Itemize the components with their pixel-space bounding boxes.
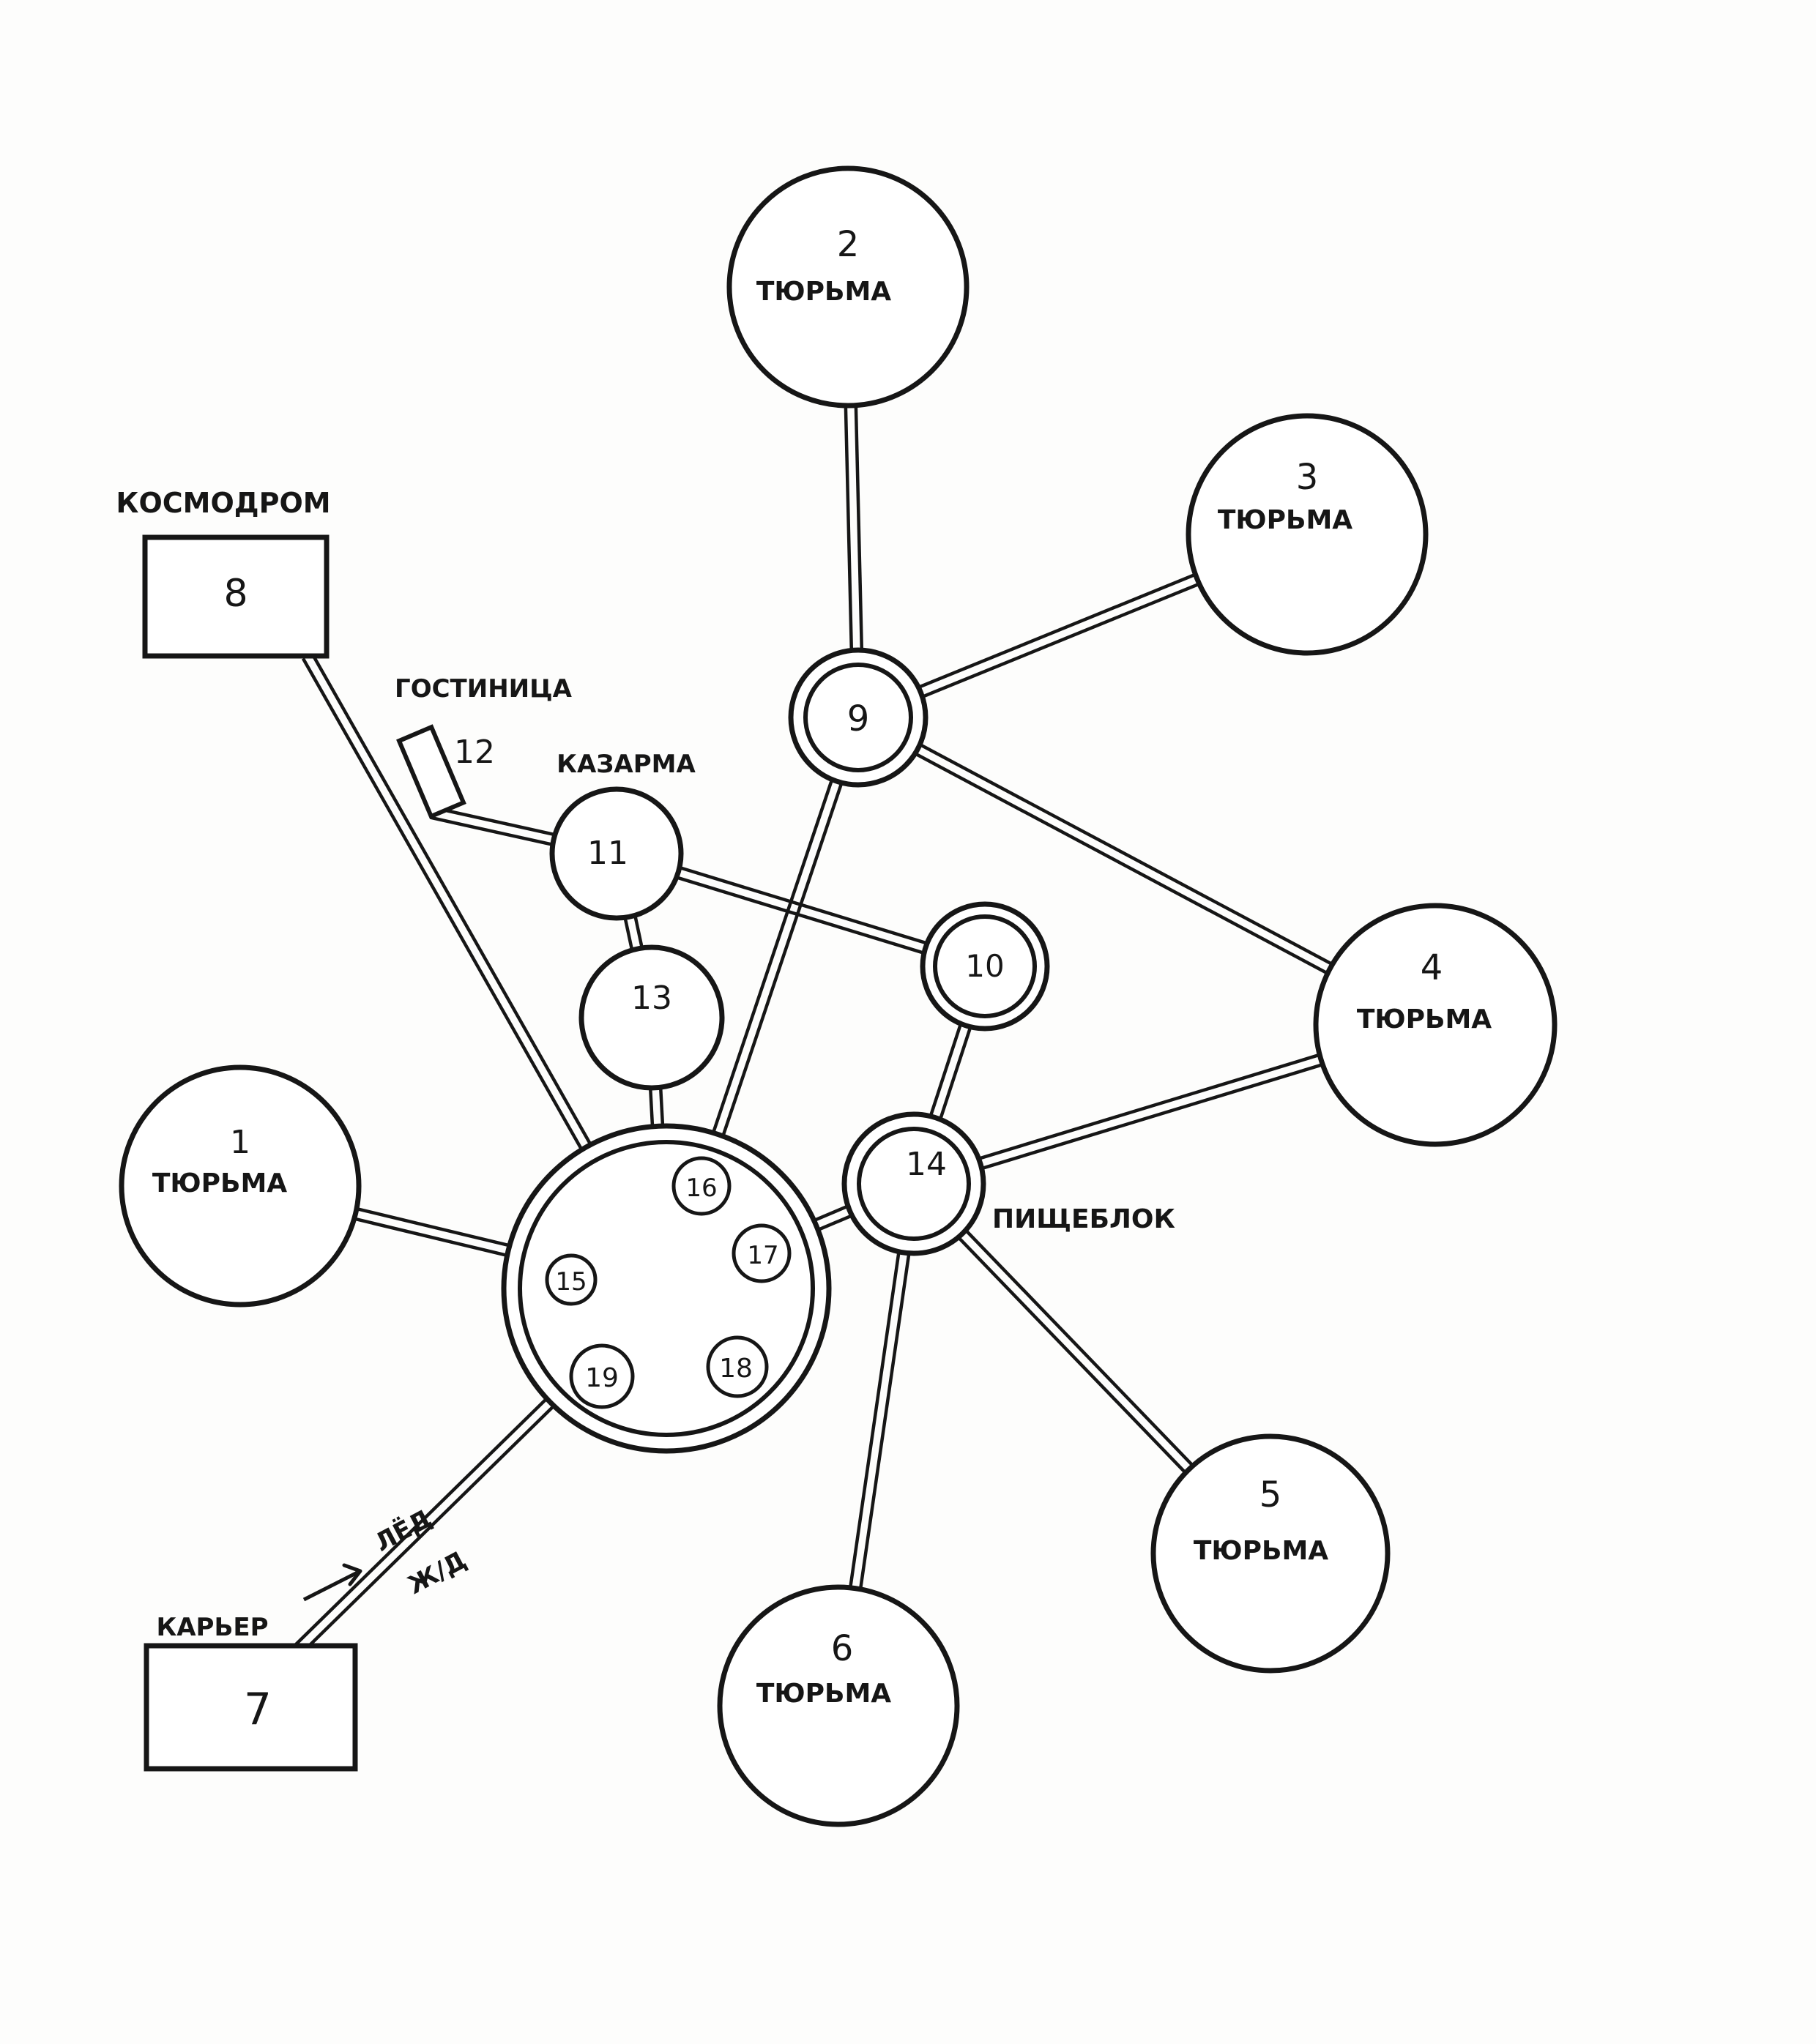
- node-prison-5: 5 ТЮРЬМА: [1150, 1433, 1391, 1674]
- node-13-number: 13: [631, 980, 672, 1017]
- node-19-number: 19: [585, 1363, 619, 1393]
- node-quarry-7-number: 7: [244, 1684, 272, 1735]
- ice-label: ЛЁД: [370, 1503, 436, 1558]
- node-15-number: 15: [555, 1267, 587, 1297]
- node-quarry-7: 7 КАРЬЕР: [144, 1613, 358, 1772]
- node-prison-4-label: ТЮРЬМА: [1357, 1004, 1492, 1034]
- node-junction-10-number: 10: [965, 948, 1004, 984]
- node-junction-10: 10: [920, 901, 1050, 1032]
- node-17-number: 17: [747, 1241, 778, 1270]
- node-canteen-14-number: 14: [906, 1146, 947, 1183]
- node-junction-9: 9: [788, 647, 929, 788]
- rail-label: Ж/Д: [403, 1545, 471, 1600]
- node-cosmodrome-8-label: КОСМОДРОМ: [116, 487, 330, 519]
- node-prison-5-label: ТЮРЬМА: [1194, 1536, 1328, 1566]
- arrow-shaft: [302, 1570, 359, 1602]
- node-junction-9-number: 9: [847, 698, 870, 739]
- node-prison-6-number: 6: [831, 1628, 854, 1669]
- node-17: 17: [732, 1223, 792, 1283]
- node-canteen-14: 14 ПИЩЕБЛОК: [841, 1111, 1175, 1256]
- node-hotel-12-label: ГОСТИНИЦА: [395, 674, 573, 704]
- node-prison-3-number: 3: [1296, 457, 1319, 498]
- node-barracks-11-number: 11: [587, 835, 628, 872]
- node-quarry-7-label: КАРЬЕР: [156, 1613, 268, 1642]
- node-16-number: 16: [685, 1174, 717, 1203]
- quarry-road-annotations: ЛЁД Ж/Д: [302, 1503, 472, 1602]
- node-prison-3-label: ТЮРЬМА: [1218, 505, 1352, 535]
- node-16: 16: [671, 1156, 732, 1216]
- node-hotel-12-number: 12: [454, 734, 495, 771]
- node-prison-2-number: 2: [837, 224, 860, 265]
- node-cosmodrome-8: 8 КОСМОДРОМ: [116, 487, 331, 659]
- arrow-head: [342, 1563, 362, 1586]
- node-19: 19: [569, 1343, 635, 1409]
- node-prison-1: 1 ТЮРЬМА: [119, 1064, 362, 1308]
- node-prison-4: 4 ТЮРЬМА: [1313, 903, 1558, 1147]
- node-prison-5-number: 5: [1259, 1474, 1282, 1515]
- node-prison-4-number: 4: [1421, 947, 1443, 988]
- node-prison-6: 6 ТЮРЬМА: [717, 1584, 960, 1827]
- node-barracks-11-label: КАЗАРМА: [557, 750, 696, 779]
- node-13: 13: [578, 944, 725, 1091]
- node-18-number: 18: [719, 1354, 753, 1384]
- node-prison-1-number: 1: [230, 1124, 250, 1161]
- node-barracks-11: 11 КАЗАРМА: [549, 750, 696, 921]
- node-prison-6-label: ТЮРЬМА: [756, 1679, 891, 1709]
- node-hotel-12: 12 ГОСТИНИЦА: [395, 674, 573, 820]
- node-canteen-14-label: ПИЩЕБЛОК: [992, 1204, 1175, 1234]
- node-prison-2: 2 ТЮРЬМА: [726, 165, 970, 409]
- node-prison-3: 3 ТЮРЬМА: [1186, 413, 1429, 656]
- node-prison-1-label: ТЮРЬМА: [152, 1168, 287, 1198]
- node-18: 18: [706, 1335, 769, 1398]
- node-15: 15: [545, 1253, 598, 1306]
- node-cosmodrome-8-number: 8: [223, 572, 248, 616]
- node-prison-2-label: ТЮРЬМА: [756, 277, 891, 307]
